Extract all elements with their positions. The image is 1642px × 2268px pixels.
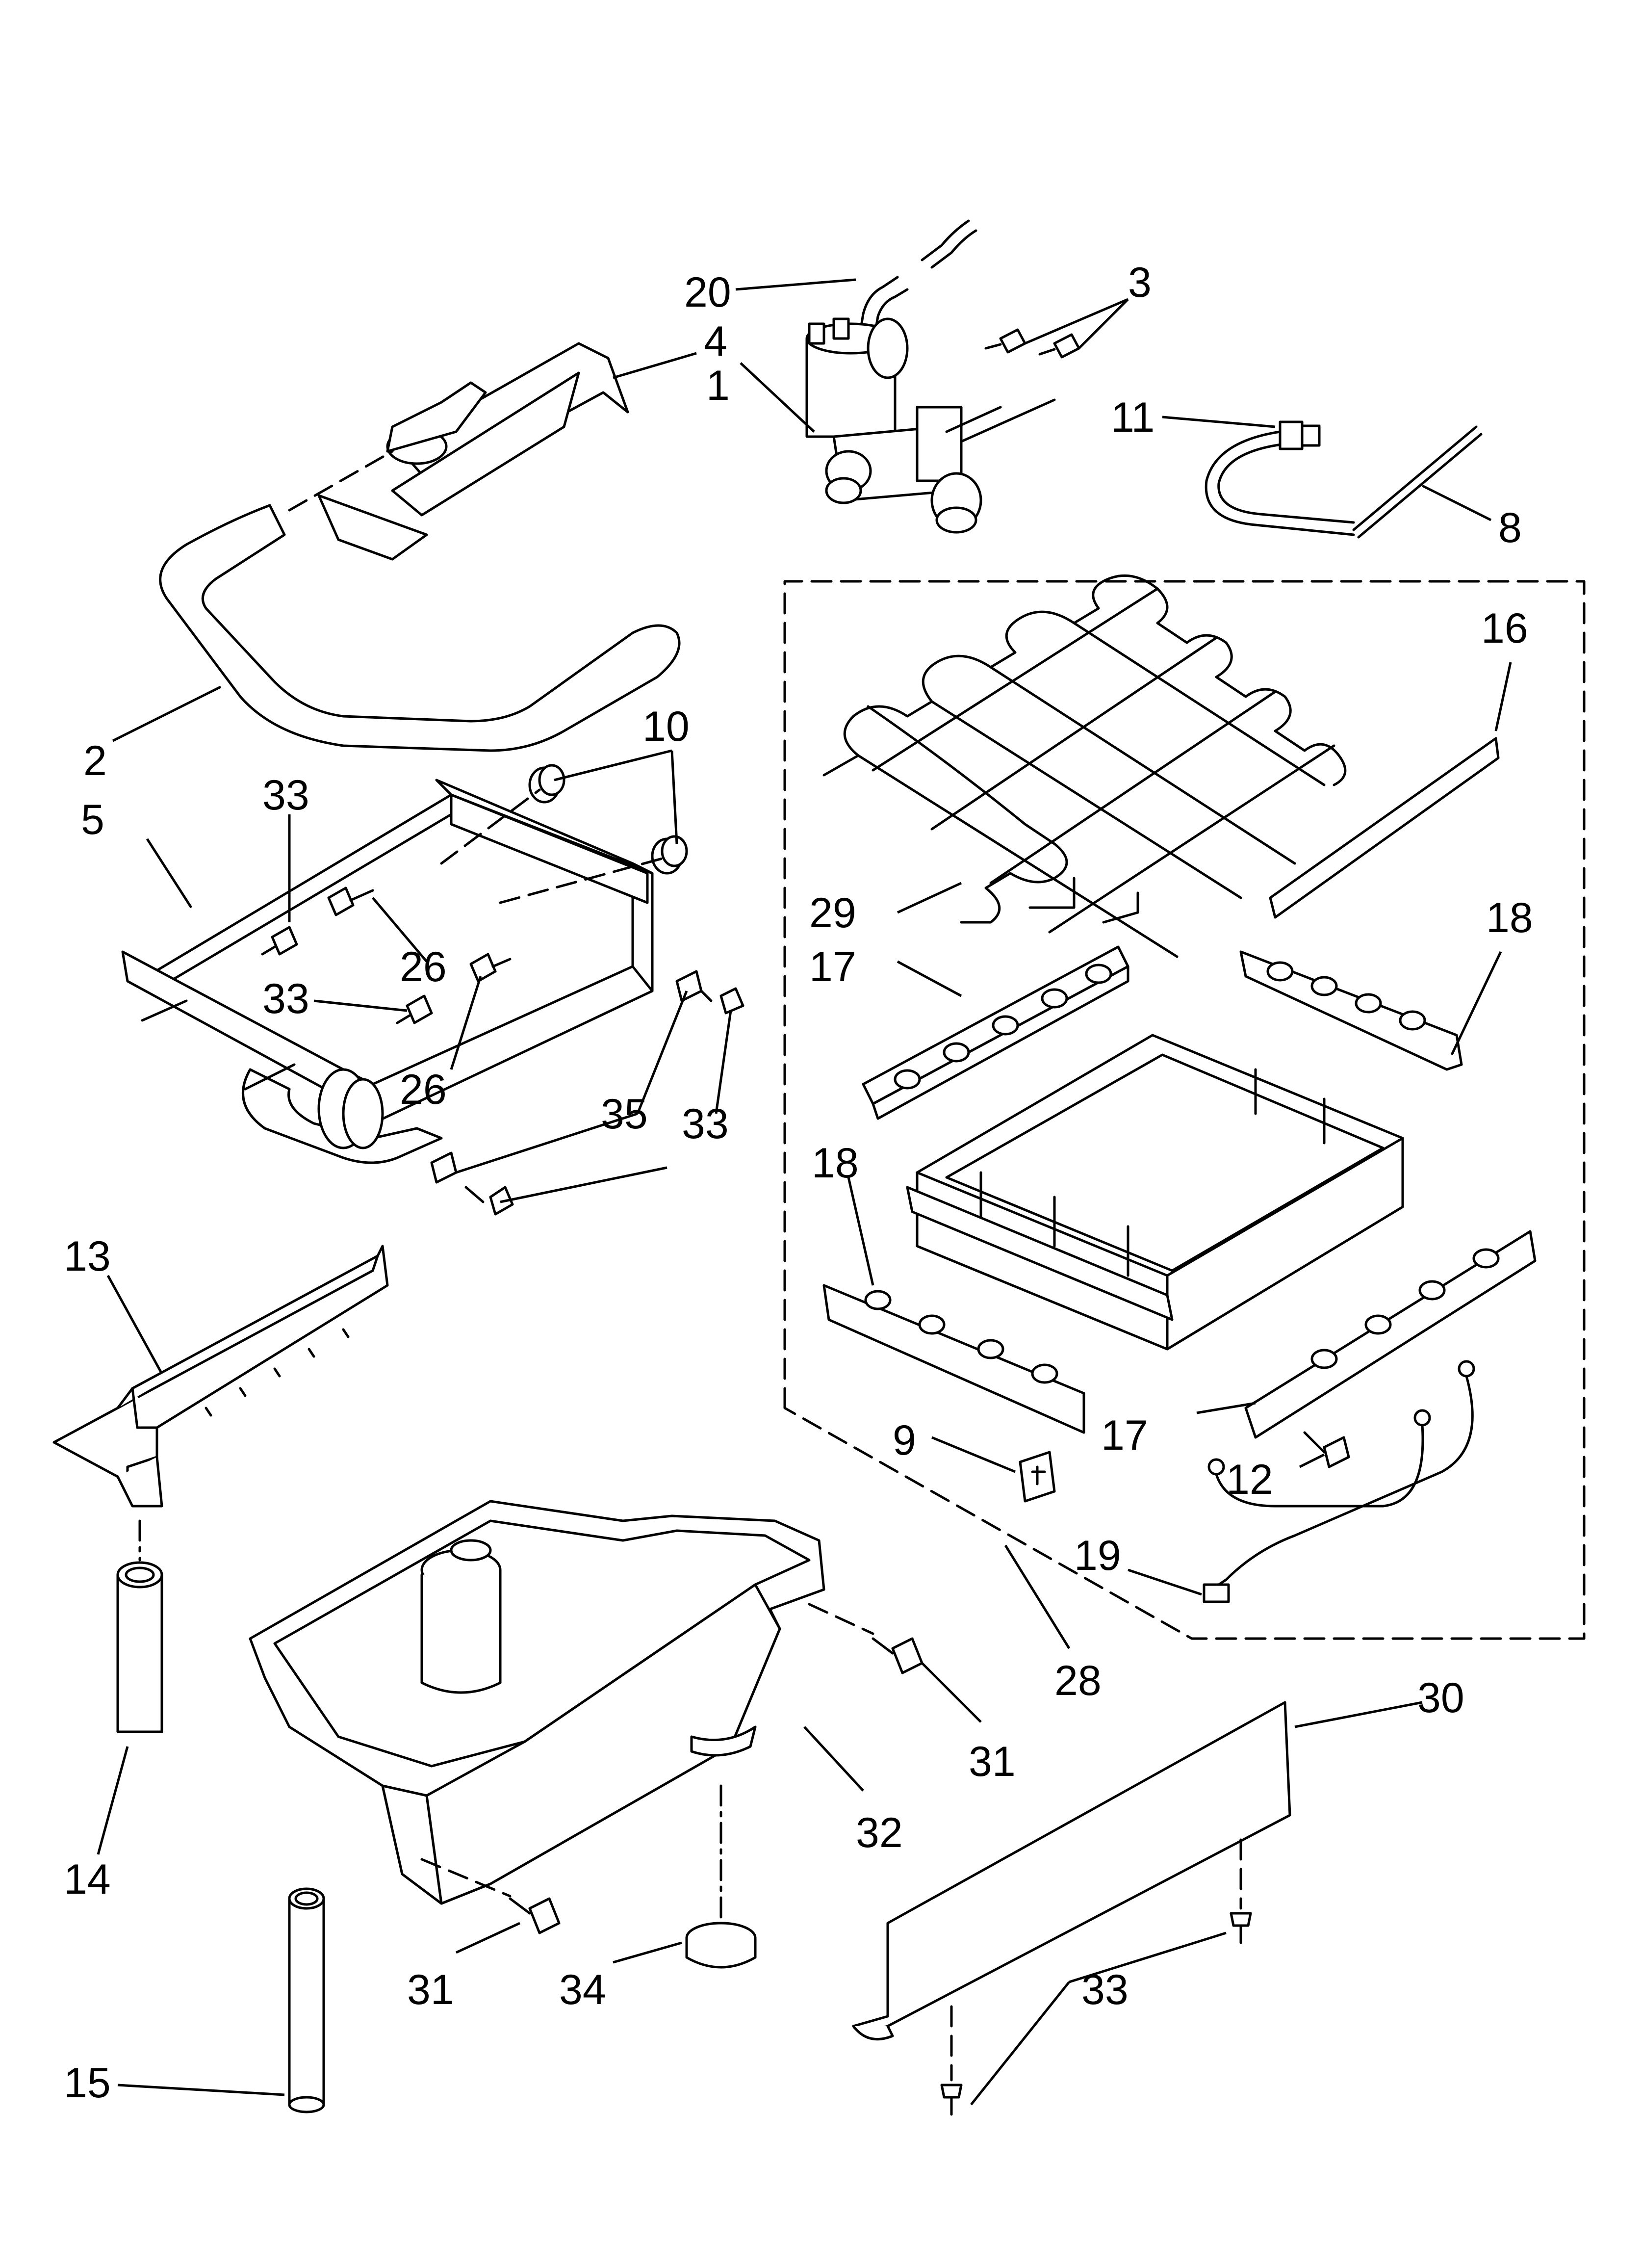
part-26-screw-b — [469, 953, 512, 983]
part-5-bracket — [121, 779, 654, 1164]
callout-31: 31 — [969, 1738, 1016, 1785]
part-33-screw-b — [396, 994, 433, 1024]
callout-1: 1 — [706, 362, 730, 409]
callout-32: 32 — [856, 1809, 903, 1856]
callout-13: 13 — [64, 1233, 111, 1280]
callout-28: 28 — [1054, 1657, 1102, 1704]
part-18-rail-upper — [1239, 950, 1463, 1071]
part-13-drip-tray — [52, 1245, 389, 1508]
part-31-screw-b — [420, 1858, 561, 1934]
part-30-panel — [852, 1701, 1291, 2082]
callout-20: 20 — [684, 269, 731, 316]
callout-14: 14 — [64, 1856, 111, 1903]
part-9-clip — [1019, 1451, 1056, 1503]
part-35-clip-a — [675, 970, 703, 1002]
part-1-water-valve — [805, 317, 982, 534]
part-29-heater-grid — [822, 574, 1347, 958]
callout-31: 31 — [407, 1966, 454, 2013]
callout-33: 33 — [1081, 1966, 1129, 2013]
callout-5: 5 — [81, 796, 104, 843]
frame — [906, 1034, 1404, 1351]
part-8-wire — [1352, 425, 1483, 539]
callout-11: 11 — [1111, 394, 1155, 441]
callout-33: 33 — [682, 1100, 729, 1147]
part-35-clip-b — [430, 1151, 458, 1184]
callout-34: 34 — [559, 1966, 606, 2013]
callout-26: 26 — [400, 943, 447, 991]
part-20-tube — [854, 219, 977, 362]
callout-26: 26 — [400, 1066, 447, 1113]
part-10-grommets — [440, 764, 688, 904]
part-33-screw-c — [700, 987, 744, 1015]
callout-12: 12 — [1226, 1456, 1273, 1503]
part-33-screw-f — [940, 2084, 963, 2116]
part-18-rail-lower — [822, 1284, 1085, 1434]
callout-9: 9 — [893, 1417, 916, 1464]
callout-33: 33 — [262, 975, 309, 1022]
callout-17: 17 — [809, 943, 856, 991]
callout-35: 35 — [601, 1091, 648, 1138]
part-4-duct-bracket — [317, 342, 629, 561]
part-26-screw-a — [327, 886, 374, 916]
part-34-cap — [685, 1784, 757, 1969]
part-14-tube — [116, 1519, 163, 1733]
leader-lines — [97, 278, 1512, 2106]
callout-3: 3 — [1128, 259, 1152, 306]
callout-10: 10 — [642, 703, 690, 750]
part-28-assembly-boundary — [783, 580, 1586, 1640]
callout-18: 18 — [812, 1140, 859, 1187]
callout-2: 2 — [83, 737, 107, 784]
part-15-tube — [288, 1887, 325, 2113]
part-3-screws — [945, 328, 1080, 443]
callout-labels: 20 4 1 3 11 8 16 2 10 33 5 26 29 18 17 3… — [64, 259, 1533, 2107]
part-11-tube-fitting — [1205, 420, 1355, 536]
part-2-duct — [159, 450, 681, 752]
part-17-rail-lower — [1244, 1230, 1537, 1439]
callout-17: 17 — [1101, 1412, 1148, 1459]
part-33-screw-e — [1230, 1912, 1252, 1944]
callout-15: 15 — [64, 2059, 111, 2107]
callout-16: 16 — [1481, 605, 1528, 652]
callout-8: 8 — [1498, 504, 1522, 551]
callout-30: 30 — [1417, 1674, 1464, 1721]
part-16-strip — [1269, 737, 1500, 919]
callout-4: 4 — [704, 318, 727, 365]
part-12-screw — [1303, 1431, 1350, 1468]
callout-29: 29 — [809, 889, 856, 937]
part-31-screw-a — [808, 1603, 924, 1674]
callout-33: 33 — [262, 772, 309, 819]
part-32-ice-bin — [249, 1500, 825, 1905]
part-17-rail-upper — [862, 945, 1129, 1120]
callout-19: 19 — [1074, 1532, 1121, 1579]
part-33-screw-a — [261, 926, 298, 956]
part-19-harness — [1203, 1360, 1475, 1603]
callout-18: 18 — [1486, 894, 1533, 941]
